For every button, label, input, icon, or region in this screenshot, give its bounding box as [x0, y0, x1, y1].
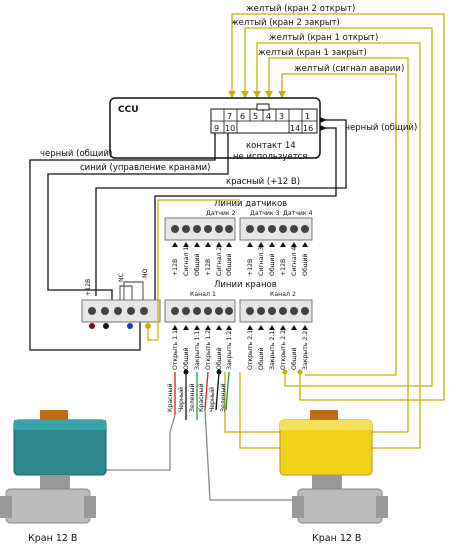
svg-text:Сигнал 4: Сигнал 4 [291, 247, 298, 276]
yellow-wires [224, 13, 445, 449]
channel-2-label: Канал 2 [270, 291, 296, 298]
valve-left-label: Кран 12 В [28, 533, 77, 544]
power-block [81, 281, 161, 329]
svg-text:Красный: Красный [166, 384, 174, 412]
svg-text:Общий: Общий [268, 253, 276, 276]
junction-dot-3 [282, 369, 288, 375]
red-power-wire [95, 119, 347, 296]
power-pin-nc: NC [118, 273, 125, 282]
arrow-right-2 [320, 125, 327, 131]
ccu-pin-7: 7 [227, 112, 232, 121]
sensor-2-label: Датчик 2 [206, 210, 236, 217]
arrow-right-1 [320, 117, 327, 123]
svg-text:+12В: +12В [205, 259, 212, 276]
svg-text:Зеленый: Зеленый [188, 384, 196, 413]
wire-label-valve1-open: желтый (кран 1 открыт) [269, 33, 378, 43]
terminal-blue-dot [127, 323, 133, 329]
wire-label-black-common-left: черный (общий) [40, 149, 112, 159]
svg-text:Зеленый: Зеленый [219, 384, 227, 413]
svg-text:Открыть 1.1: Открыть 1.1 [172, 330, 179, 370]
valve-right-label: Кран 12 В [312, 533, 361, 544]
ccu-pin-3: 3 [279, 112, 284, 121]
svg-text:Общий: Общий [182, 347, 190, 370]
wire-label-alarm: желтый (сигнал аварии) [294, 64, 404, 74]
svg-text:Закрыть 1.1: Закрыть 1.1 [194, 331, 201, 370]
sensor-4-label: Датчик 4 [283, 210, 313, 217]
terminal-red-dot [89, 323, 95, 329]
junction-dot-2 [216, 369, 222, 375]
junction-dot-4 [297, 369, 303, 375]
valve-lines-title: Линии кранов [214, 280, 277, 290]
svg-text:Черный: Черный [208, 387, 216, 412]
valve-arrows [172, 325, 308, 330]
ccu-pin-6: 6 [240, 112, 245, 121]
junction-dot-1 [183, 369, 189, 375]
svg-text:Сигнал 2: Сигнал 2 [216, 247, 223, 276]
svg-text:Открыть 2.2: Открыть 2.2 [280, 330, 287, 370]
contact-14-note: контакт 14 [246, 141, 296, 151]
valve-wire-labels: Красный Черный Зеленый Красный Черный Зе… [166, 384, 227, 413]
svg-text:Черный: Черный [177, 387, 185, 412]
svg-text:Общий: Общий [193, 253, 201, 276]
ccu-pin-10: 10 [225, 124, 235, 133]
contact-14-note-2: не используется [233, 152, 307, 162]
power-pin-no: NO [142, 268, 149, 278]
wire-label-valve2-closed: желтый (кран 2 закрыт) [231, 18, 340, 28]
svg-text:Закрыть 1.2: Закрыть 1.2 [226, 331, 233, 370]
ccu-pin-4: 4 [266, 112, 271, 121]
power-pin-12v: +12В [85, 279, 92, 296]
svg-text:Открыть 2.1: Открыть 2.1 [247, 330, 254, 370]
svg-text:Сигнал 1: Сигнал 1 [183, 247, 190, 276]
svg-text:Общий: Общий [290, 347, 298, 370]
wire-label-black-common-right: черный (общий) [345, 123, 417, 133]
svg-text:Общий: Общий [257, 347, 265, 370]
sensor-terminal-block [164, 217, 313, 241]
wire-label-valve1-closed: желтый (кран 1 закрыт) [258, 48, 367, 58]
svg-text:+12В: +12В [172, 259, 179, 276]
svg-text:+12В: +12В [247, 259, 254, 276]
svg-text:Закрыть 2.2: Закрыть 2.2 [302, 331, 309, 370]
valve-terminal-block [164, 299, 313, 323]
wire-label-blue-control: синий (управление кранами) [80, 163, 210, 173]
valve1-wires [90, 372, 198, 471]
ccu-pin-16: 16 [303, 124, 313, 133]
ccu-title: CCU [118, 105, 139, 115]
svg-text:Общий: Общий [301, 253, 309, 276]
svg-text:Открыть 1.2: Открыть 1.2 [205, 330, 212, 370]
channel-1-label: Канал 1 [190, 291, 216, 298]
svg-text:Красный: Красный [197, 384, 205, 412]
svg-text:Общий: Общий [225, 253, 233, 276]
terminal-black-dot [103, 323, 109, 329]
wire-label-red-power: красный (+12 В) [226, 177, 300, 187]
svg-text:Закрыть 2.1: Закрыть 2.1 [269, 331, 276, 370]
wire-label-valve2-open: желтый (кран 2 открыт) [246, 4, 355, 14]
ccu-pin-1: 1 [305, 112, 310, 121]
ccu-pin-5: 5 [253, 112, 258, 121]
svg-text:Общий: Общий [215, 347, 223, 370]
black-wires [29, 127, 337, 351]
alarm-yellow-wire [147, 199, 240, 341]
valve-right [279, 410, 388, 524]
yellow-arrow-heads [228, 91, 286, 98]
valve-pin-labels: Открыть 1.1 Общий Закрыть 1.1 Открыть 1.… [172, 330, 309, 370]
valve-left [0, 410, 107, 524]
sensor-3-label: Датчик 3 [250, 210, 280, 217]
ccu-connector: 7 6 5 4 3 1 9 10 14 16 [210, 103, 318, 134]
ccu-pin-14: 14 [290, 124, 300, 133]
sensor-lines-title: Линии датчиков [214, 199, 287, 209]
svg-text:Сигнал 3: Сигнал 3 [258, 247, 265, 276]
ccu-pin-9: 9 [214, 124, 219, 133]
svg-text:+12В: +12В [280, 259, 287, 276]
sensor-arrows [172, 242, 308, 247]
sensor-pin-labels: +12В Сигнал 1 Общий +12В Сигнал 2 Общий … [172, 247, 309, 276]
